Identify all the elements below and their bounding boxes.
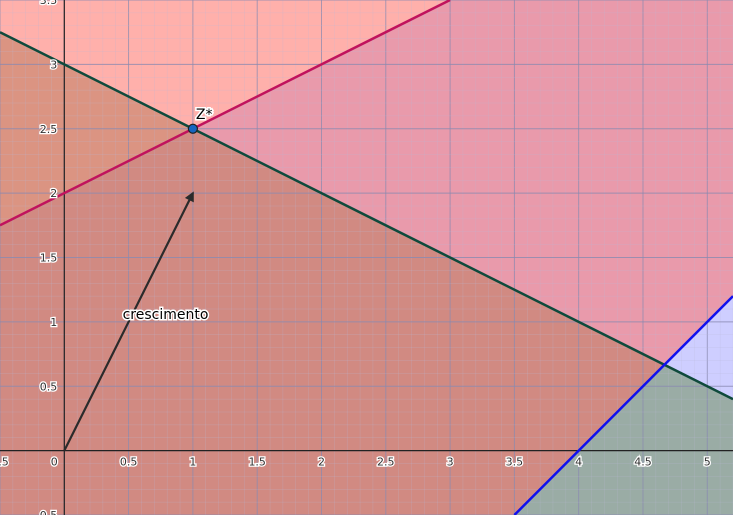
growth-vector-label: crescimento bbox=[123, 307, 209, 323]
x-tick-label: 4 bbox=[575, 456, 582, 469]
optimal-point-z-star[interactable] bbox=[187, 123, 198, 134]
x-tick-label: 3.5 bbox=[506, 456, 524, 469]
y-tick-label: 2 bbox=[50, 187, 57, 200]
x-tick-label: 2 bbox=[318, 456, 325, 469]
optimal-point-label: Z* bbox=[196, 107, 213, 123]
x-tick-label: 1 bbox=[189, 456, 196, 469]
y-tick-label: 2.5 bbox=[40, 123, 58, 136]
growth-vector-arrow bbox=[63, 191, 194, 452]
y-tick-label: 1 bbox=[50, 316, 57, 329]
x-tick-label: 5 bbox=[704, 456, 711, 469]
y-tick-label: 3.5 bbox=[40, 0, 58, 7]
x-tick-label: 2.5 bbox=[377, 456, 395, 469]
y-tick-label: 3 bbox=[50, 58, 57, 71]
constraint-line-3 bbox=[513, 295, 733, 515]
x-tick-label: 1.5 bbox=[248, 456, 266, 469]
tick-labels: 0.5 0 0.5 1 1.5 2 2.5 3 3.5 4 4.5 5 0.5 0.5 1 1.5 2 2.5 3 3… bbox=[0, 0, 712, 515]
constraint-line-1 bbox=[0, 0, 451, 227]
y-tick-label: 1.5 bbox=[40, 252, 58, 265]
x-tick-label: 0.5 bbox=[0, 456, 9, 469]
constraint-line-2 bbox=[0, 31, 733, 401]
x-tick-label: 4.5 bbox=[634, 456, 652, 469]
y-tick-label: 0.5 bbox=[40, 509, 58, 515]
x-tick-label: 3 bbox=[447, 456, 454, 469]
x-tick-label: 0 bbox=[51, 456, 58, 469]
x-tick-label: 0.5 bbox=[120, 456, 138, 469]
annotations: crescimento Z* bbox=[63, 105, 214, 452]
y-tick-label: 0.5 bbox=[40, 380, 58, 393]
